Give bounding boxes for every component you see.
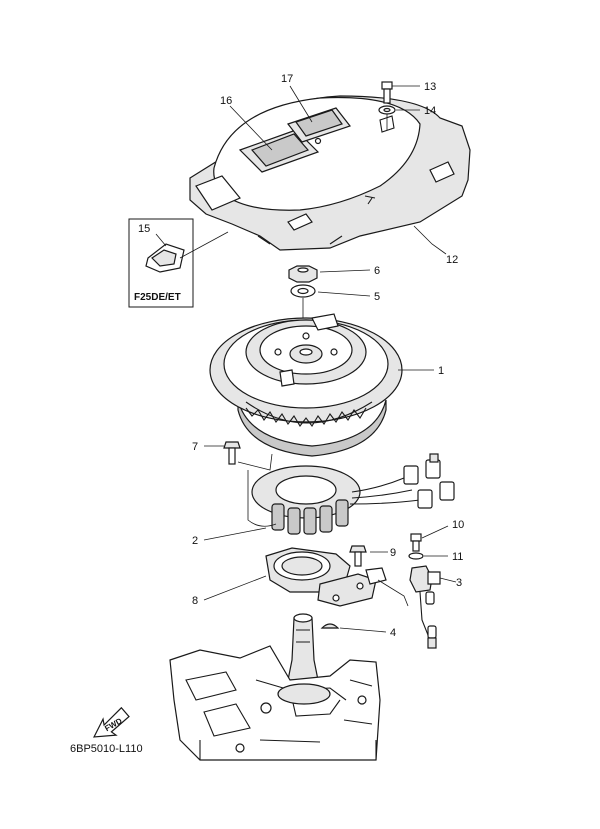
pulser-coil xyxy=(409,565,441,649)
callout-12: 12 xyxy=(446,254,458,266)
callout-7: 7 xyxy=(192,441,198,453)
stator-bolt xyxy=(223,441,241,465)
callout-2: 2 xyxy=(192,535,198,547)
woodruff-key xyxy=(320,623,340,629)
cover-washer xyxy=(378,105,396,115)
flywheel-cover xyxy=(189,95,471,251)
inset-box: F25DE/ET xyxy=(128,218,229,308)
pulser-base xyxy=(265,547,409,607)
callout-4: 4 xyxy=(390,627,396,639)
callouts: 17 16 13 14 15 12 6 5 1 7 2 9 10 11 3 8 … xyxy=(138,73,464,639)
callout-15: 15 xyxy=(138,223,150,235)
callout-9: 9 xyxy=(390,547,396,559)
inset-label: F25DE/ET xyxy=(134,292,181,303)
callout-8: 8 xyxy=(192,595,198,607)
engine-block xyxy=(169,645,381,761)
callout-16: 16 xyxy=(220,95,232,107)
flywheel-washer xyxy=(290,284,316,298)
diagram-code: 6BP5010-L110 xyxy=(70,743,143,755)
pulser-coil-washer xyxy=(408,552,424,560)
callout-14: 14 xyxy=(424,105,436,117)
flywheel xyxy=(209,313,403,457)
pulser-coil-bolt xyxy=(410,533,422,552)
callout-5: 5 xyxy=(374,291,380,303)
pulser-bolt xyxy=(349,545,367,567)
forward-arrow-icon: FWD xyxy=(92,706,130,738)
callout-11: 11 xyxy=(452,551,463,563)
callout-3: 3 xyxy=(456,577,462,589)
callout-1: 1 xyxy=(438,365,444,377)
callout-17: 17 xyxy=(281,73,293,85)
flywheel-nut xyxy=(288,265,318,283)
callout-leaders xyxy=(155,85,457,633)
callout-13: 13 xyxy=(424,81,436,93)
crankshaft xyxy=(287,613,319,681)
callout-10: 10 xyxy=(452,519,464,531)
stator-coil xyxy=(247,453,455,535)
callout-6: 6 xyxy=(374,265,380,277)
cover-bolt xyxy=(381,81,393,104)
